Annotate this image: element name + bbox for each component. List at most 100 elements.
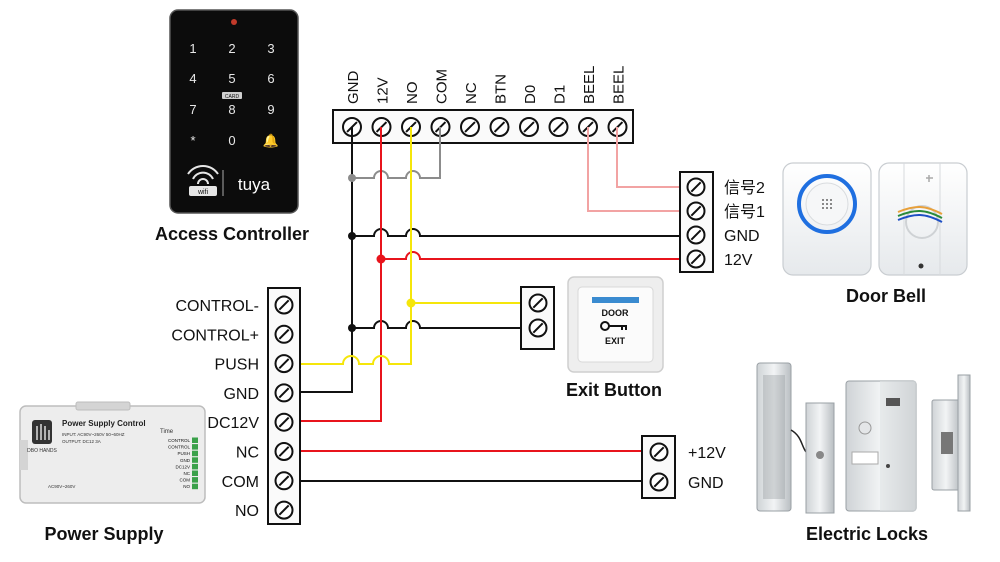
terminal-screw <box>686 177 706 197</box>
wire-12v-doorbell <box>381 251 695 260</box>
electric-locks-device <box>756 362 971 514</box>
terminal-screw <box>548 117 569 137</box>
terminal-screw <box>274 383 294 403</box>
terminal-screw <box>274 354 294 374</box>
ps-device-terminal <box>192 457 198 463</box>
terminal-screw <box>274 295 294 315</box>
power-supply-terminal-label: DC12V <box>207 415 259 432</box>
keypad-key: 8 <box>228 102 235 117</box>
door-bell-terminal-label: 信号1 <box>724 203 765 221</box>
terminal-screw <box>489 117 510 137</box>
power-supply-terminal-label: PUSH <box>215 357 259 374</box>
ps-device-terminal-label: COM <box>180 478 191 483</box>
keypad-key: 🔔 <box>263 133 279 148</box>
ps-device-terminal <box>192 483 198 490</box>
exit-led-bar <box>592 297 639 303</box>
exit-button-terminal-block <box>520 286 555 350</box>
ps-input: INPUT: AC90V~260V 50~60HZ <box>62 432 125 437</box>
terminal-screw <box>686 249 706 269</box>
keypad-key: 9 <box>267 102 274 117</box>
ps-device-terminal <box>192 477 198 483</box>
dbo-hands-logo <box>32 420 52 444</box>
wire-gnd-doorbell <box>352 228 695 237</box>
controller-terminal-label: GND <box>345 71 362 105</box>
ps-device-terminal <box>192 470 198 476</box>
controller-terminal-label: COM <box>434 69 451 104</box>
exit-button-device: DOOR EXIT <box>567 276 664 373</box>
ps-device-terminal-label: PUSH <box>177 451 190 456</box>
electric-locks-title: Electric Locks <box>806 524 928 544</box>
power-supply-terminal-label: CONTROL+ <box>171 327 259 344</box>
terminal-screw <box>274 324 294 344</box>
wifi-label: wifi <box>197 189 209 196</box>
keypad-key: 6 <box>267 71 274 86</box>
wire-no-exit <box>410 127 538 304</box>
lock-terminal-block: +12V GND <box>641 435 726 499</box>
keypad-key: 0 <box>228 133 235 148</box>
status-led <box>231 19 237 25</box>
card-badge-text: CARD <box>225 94 240 100</box>
terminal-screw <box>686 201 706 221</box>
door-bell-title: Door Bell <box>846 286 926 306</box>
terminal-screw <box>649 442 669 462</box>
power-supply-terminal-label: COM <box>222 474 259 491</box>
ps-device-terminal <box>192 444 198 450</box>
ps-ac: AC90V~260V <box>48 484 75 489</box>
ps-device-terminal <box>192 463 198 470</box>
key-icon <box>600 321 627 331</box>
terminal-screw <box>686 225 706 245</box>
wire-gnd-com <box>352 127 441 179</box>
controller-terminal-label: BTN <box>493 74 510 104</box>
card-badge <box>222 92 242 99</box>
controller-terminal-label: BEEL <box>581 66 598 104</box>
terminal-screw <box>519 117 539 137</box>
controller-terminal-label: D1 <box>552 85 569 104</box>
terminal-screw <box>274 471 294 491</box>
wire-gnd-exit <box>352 320 538 329</box>
keypad-key: 7 <box>189 102 196 117</box>
access-controller-title: Access Controller <box>155 224 309 244</box>
bell-ring-light <box>797 174 857 234</box>
keypad-key: 3 <box>267 41 274 56</box>
power-supply-terminal-label: GND <box>223 386 259 403</box>
controller-terminal-label: 12V <box>375 77 392 104</box>
ps-device-terminal-label: GND <box>180 458 191 463</box>
terminal-screw <box>649 472 669 492</box>
lock-terminal-label: GND <box>688 475 724 492</box>
wire-beel-2 <box>616 127 695 188</box>
keypad-key: 2 <box>228 41 235 56</box>
terminal-screw <box>528 293 548 313</box>
keypad-key: 5 <box>228 71 235 86</box>
terminal-screw <box>460 117 480 137</box>
ps-device-terminal-label: DC12V <box>175 464 190 469</box>
exit-button-title: Exit Button <box>566 380 662 400</box>
ps-device-terminal-label: NO <box>183 484 190 489</box>
terminal-screw <box>274 442 294 461</box>
ps-device-terminal-label: CONTROL <box>168 445 190 450</box>
ps-label: Power Supply Control <box>62 419 146 428</box>
wire-12v <box>300 127 382 422</box>
controller-terminal-label: NC <box>463 82 480 104</box>
terminal-screw <box>274 412 294 432</box>
wifi-icon <box>187 165 219 196</box>
ps-time: Time <box>160 429 174 435</box>
tuya-logo: tuya <box>238 175 271 194</box>
door-bell-terminal-label: GND <box>724 228 760 245</box>
keypad-key: 4 <box>189 71 196 86</box>
wire-beel-1 <box>587 127 695 212</box>
ps-brand: DBO HANDS <box>27 448 57 454</box>
power-supply-terminal-label: NC <box>236 445 259 462</box>
ps-output: OUTPUT: DC12 3A <box>62 439 101 444</box>
exit-text-door: DOOR <box>602 308 630 318</box>
ps-device-terminal-label: NC <box>184 471 191 476</box>
lock-terminal-label: +12V <box>688 445 726 462</box>
terminal-screw <box>528 318 548 338</box>
power-supply-terminal-label: CONTROL- <box>175 298 259 315</box>
ps-device-terminal <box>192 450 198 457</box>
junction-dots <box>348 174 416 332</box>
